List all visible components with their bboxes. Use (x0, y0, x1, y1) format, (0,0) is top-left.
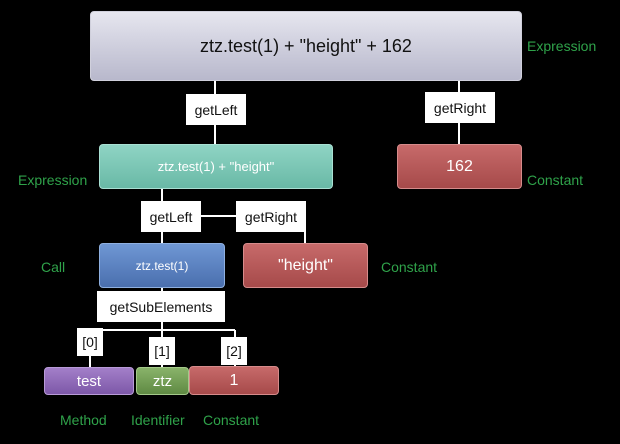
call-node: ztz.test(1) (99, 243, 225, 288)
edge-label-index-0: [0] (77, 328, 103, 356)
edge-label-index-2: [2] (221, 337, 247, 365)
root-expression-node: ztz.test(1) + "height" + 162 (90, 11, 522, 81)
method-type-label: Method (60, 412, 107, 428)
constant-1-node: 1 (189, 366, 279, 395)
edge-label-root-left: getLeft (186, 94, 246, 125)
identifier-type-label: Identifier (131, 412, 185, 428)
constant-162-node: 162 (397, 144, 522, 189)
method-text: test (76, 372, 102, 390)
identifier-text: ztz (152, 372, 173, 390)
left-expression-node: ztz.test(1) + "height" (99, 144, 333, 189)
root-type-label: Expression (527, 38, 597, 54)
identifier-node: ztz (136, 367, 189, 395)
call-type-label: Call (41, 259, 66, 275)
left-expression-text: ztz.test(1) + "height" (157, 159, 275, 174)
edge-label-expr-right: getRight (236, 201, 306, 232)
constant-162-text: 162 (446, 157, 473, 175)
edge-label-root-right: getRight (425, 92, 495, 123)
constant-height-type-label: Constant (381, 259, 438, 275)
edge-label-index-1: [1] (149, 337, 175, 365)
constant-height-text: "height" (278, 256, 333, 274)
left-expression-type-label: Expression (18, 172, 88, 188)
edge-label-call-sub: getSubElements (97, 291, 225, 322)
constant-1-text: 1 (229, 371, 239, 389)
constant-1-type-label: Constant (203, 412, 260, 428)
constant-162-type-label: Constant (527, 172, 584, 188)
method-node: test (44, 367, 134, 395)
call-text: ztz.test(1) (135, 258, 189, 273)
constant-height-node: "height" (243, 243, 368, 288)
root-expression-text: ztz.test(1) + "height" + 162 (200, 35, 412, 56)
edge-label-expr-left: getLeft (141, 201, 201, 232)
